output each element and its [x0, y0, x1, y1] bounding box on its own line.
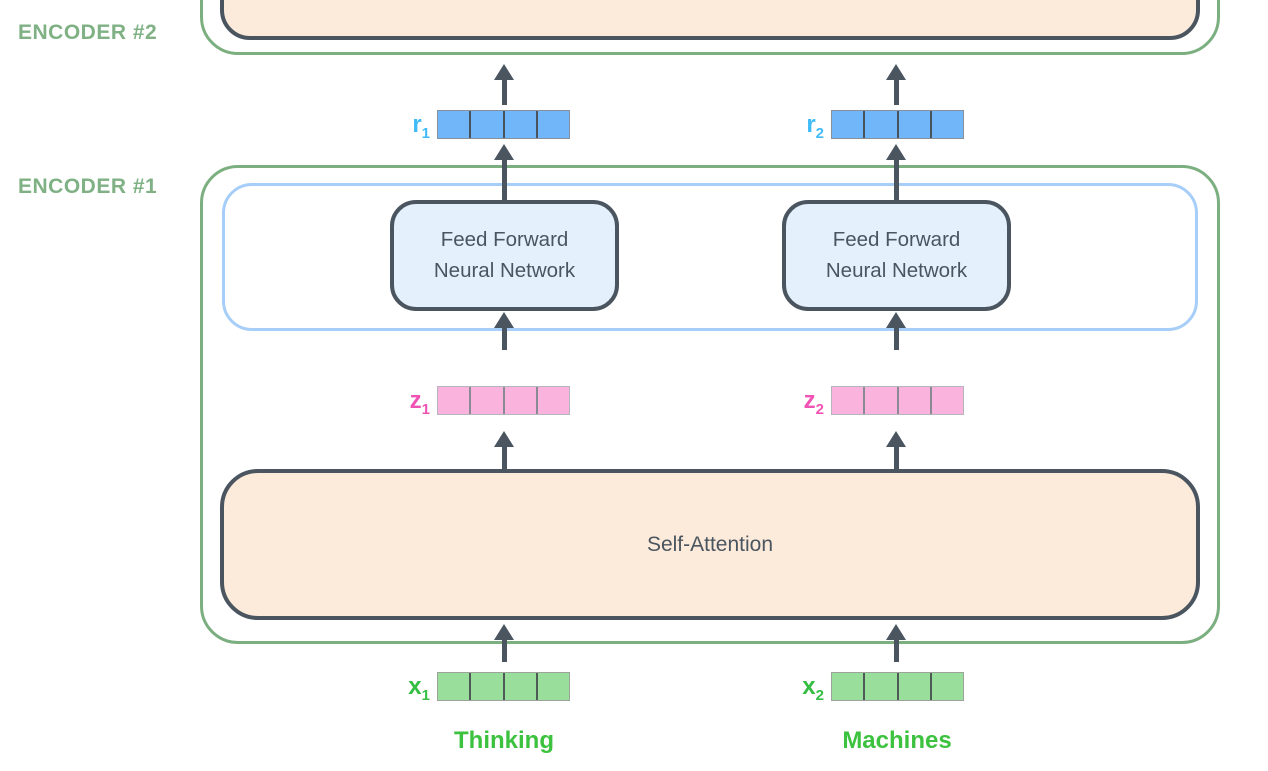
vector-cells-x2 — [831, 672, 964, 701]
token-machines: Machines — [842, 727, 952, 754]
self-attention-box: Self-Attention — [220, 469, 1200, 620]
arrow-ffnn2-to-r2-icon — [886, 144, 906, 201]
encoder2-outline — [200, 0, 1220, 55]
vector-label-r2: r2 — [806, 111, 824, 142]
arrow-x1-to-selfattention-icon — [494, 624, 514, 662]
vector-label-z1: z1 — [409, 387, 430, 418]
encoder2-label: ENCODER #2 — [18, 21, 158, 44]
vector-label-x2: x2 — [802, 673, 824, 704]
ffnn1-line2: Neural Network — [433, 258, 576, 282]
arrow-r1-to-encoder2-icon — [494, 64, 514, 105]
encoder1-outline — [200, 165, 1220, 644]
ffnn-layer-outline — [222, 183, 1198, 331]
encoder1-label: ENCODER #1 — [18, 175, 158, 198]
token-thinking: Thinking — [454, 727, 554, 754]
vector-label-x1: x1 — [408, 673, 430, 704]
ffnn2-line2: Neural Network — [825, 258, 968, 282]
ffnn1-box: Feed Forward Neural Network — [390, 200, 619, 311]
self-attention-label: Self-Attention — [646, 532, 774, 556]
vector-label-r1: r1 — [412, 111, 430, 142]
arrow-ffnn1-to-r1-icon — [494, 144, 514, 201]
arrow-selfattention-to-z1-icon — [494, 431, 514, 469]
vector-cells-z1 — [437, 386, 570, 415]
arrow-x2-to-selfattention-icon — [886, 624, 906, 662]
ffnn2-box: Feed Forward Neural Network — [782, 200, 1011, 311]
arrow-z2-to-ffnn2-icon — [886, 312, 906, 350]
encoder2-inner-box — [220, 0, 1200, 40]
arrow-r2-to-encoder2-icon — [886, 64, 906, 105]
vector-cells-x1 — [437, 672, 570, 701]
vector-label-z2: z2 — [803, 387, 824, 418]
arrow-z1-to-ffnn1-icon — [494, 312, 514, 350]
vector-cells-r2 — [831, 110, 964, 139]
vector-cells-z2 — [831, 386, 964, 415]
ffnn1-line1: Feed Forward — [440, 227, 569, 251]
ffnn2-line1: Feed Forward — [832, 227, 961, 251]
arrow-selfattention-to-z2-icon — [886, 431, 906, 469]
vector-cells-r1 — [437, 110, 570, 139]
